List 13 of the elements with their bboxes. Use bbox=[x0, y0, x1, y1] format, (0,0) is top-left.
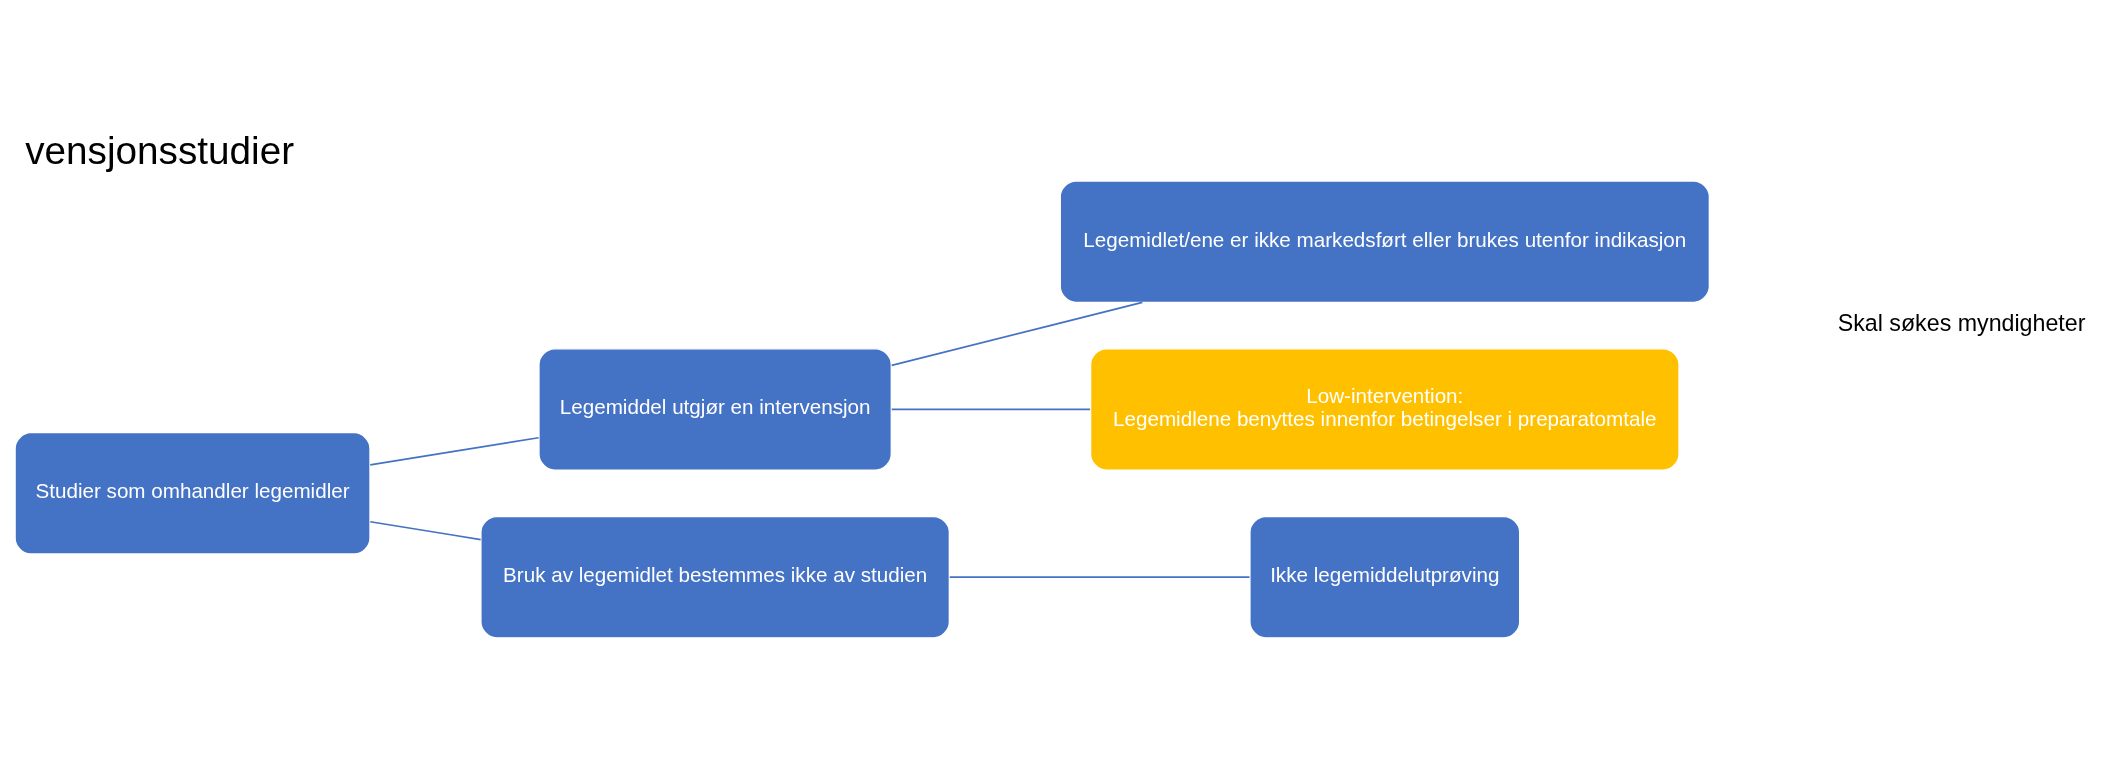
connector bbox=[369, 436, 540, 466]
label: Skal søkes myndigheter bbox=[1837, 310, 2086, 337]
node-box: Bruk av legemidlet bestemmes ikke av studien bbox=[480, 515, 950, 639]
connector bbox=[890, 408, 1091, 411]
connector bbox=[890, 301, 1144, 367]
connector bbox=[948, 576, 1251, 579]
node-box: Low-intervention: Legemidlene benyttes innenfor betingelser i preparatomtale bbox=[1089, 348, 1680, 471]
node-box: Ikke legemiddelutprøving bbox=[1249, 515, 1521, 639]
connector bbox=[369, 520, 482, 541]
diagram-title: vensjonsstudier bbox=[25, 129, 295, 173]
node-box: Legemidlet/ene er ikke markedsført eller brukes utenfor indikasjon bbox=[1059, 180, 1710, 303]
node-box: Legemiddel utgjør en intervensjon bbox=[538, 348, 892, 471]
node-box: Studier som omhandler legemidler bbox=[14, 432, 371, 555]
